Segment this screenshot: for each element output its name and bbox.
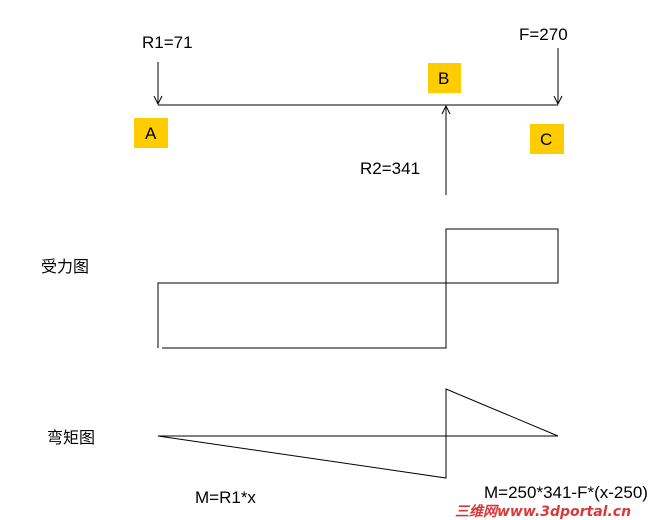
moment-formula-right: M=250*341-F*(x-250): [484, 483, 648, 502]
load-right-arrowhead: [553, 95, 563, 106]
point-b-badge: [428, 63, 461, 93]
point-c-badge: [530, 124, 564, 154]
load-right-label: F=270: [519, 25, 568, 44]
point-c-label: C: [540, 130, 552, 149]
moment-diagram-label: 弯矩图: [47, 428, 95, 447]
shear-diagram-label: 受力图: [41, 257, 89, 276]
point-a-badge: [134, 118, 168, 148]
moment-diagram: [157, 388, 559, 479]
reaction-mid-arrowhead: [441, 104, 451, 115]
shear-diagram: [157, 228, 559, 349]
point-b-label: B: [438, 69, 449, 88]
reaction-mid-label: R2=341: [360, 159, 420, 178]
watermark: 三维网www.3dportal.cn: [455, 503, 631, 520]
reaction-left-label: R1=71: [142, 33, 193, 52]
reaction-left-arrowhead: [153, 95, 163, 106]
moment-formula-left: M=R1*x: [195, 488, 256, 507]
point-a-label: A: [145, 124, 157, 143]
